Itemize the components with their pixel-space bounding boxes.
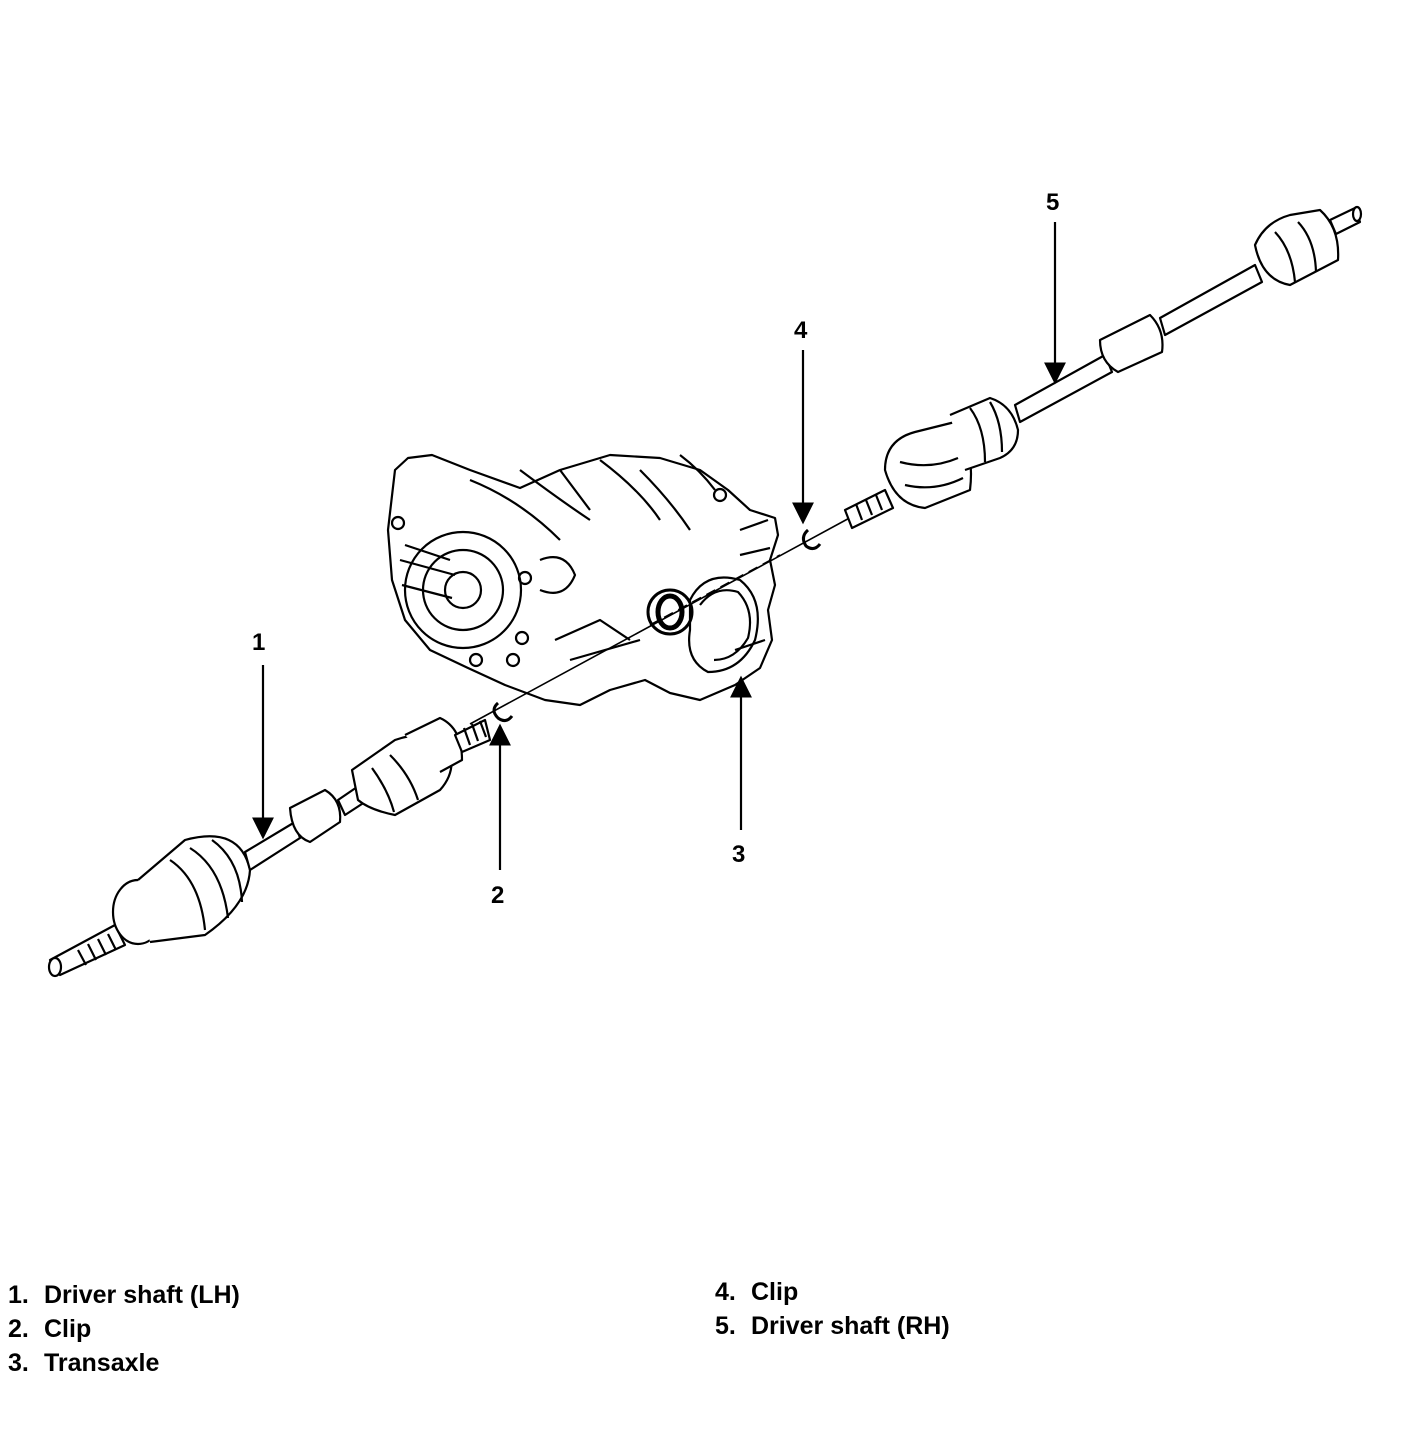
legend-left: 1. Driver shaft (LH) 2. Clip 3. Transaxl… [8,1278,240,1380]
legend-label: Clip [44,1315,92,1343]
legend-label: Clip [751,1278,799,1306]
callout-4: 4 [794,317,808,344]
legend-item: 2. Clip [8,1312,240,1346]
legend-label: Transaxle [44,1349,160,1377]
leader-arrows [252,222,1066,870]
legend-number: 3. [8,1349,29,1377]
driver-shaft-lh [47,716,492,978]
legend-item: 1. Driver shaft (LH) [8,1278,240,1312]
legend-item: 5. Driver shaft (RH) [715,1309,950,1343]
legend-number: 2. [8,1315,29,1343]
legend-item: 3. Transaxle [8,1346,240,1380]
legend-label: Driver shaft (RH) [751,1312,950,1340]
legend-number: 4. [715,1278,736,1306]
callout-1: 1 [252,629,265,656]
transaxle [386,453,780,707]
legend-number: 5. [715,1312,736,1340]
driver-shaft-rh [843,205,1363,530]
callout-5: 5 [1046,189,1059,216]
clip-2 [492,701,514,723]
shaft-axis [469,514,856,725]
legend-number: 1. [8,1281,29,1309]
legend-label: Driver shaft (LH) [44,1281,240,1309]
callout-labels: 1 2 3 4 5 [252,189,1059,909]
callout-3: 3 [732,841,745,868]
clip-4 [801,528,822,551]
legend-right: 4. Clip 5. Driver shaft (RH) [715,1275,950,1343]
legend-item: 4. Clip [715,1275,950,1309]
callout-2: 2 [491,882,504,909]
